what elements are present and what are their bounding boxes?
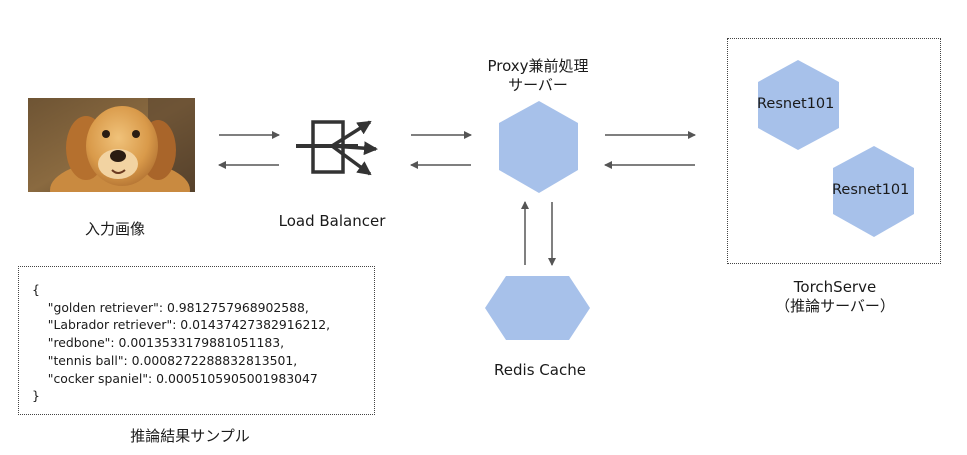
resnet-node-2 — [833, 146, 914, 237]
torchserve-caption: TorchServe （推論サーバー） — [760, 278, 910, 316]
result-json: { "golden retriever": 0.9812757968902588… — [32, 281, 330, 405]
proxy-caption-line2: サーバー — [508, 76, 568, 94]
resnet-label-2: Resnet101 — [832, 182, 910, 198]
torchserve-caption-line1: TorchServe — [793, 278, 877, 296]
result-sample-caption: 推論結果サンプル — [130, 427, 250, 445]
redis-cache-node — [485, 276, 590, 340]
json-line: "golden retriever": 0.9812757968902588, — [32, 299, 309, 315]
json-line: } — [32, 388, 40, 404]
json-line: { — [32, 282, 40, 297]
input-image-caption: 入力画像 — [84, 220, 145, 238]
json-line: "redbone": 0.0013533179881051183, — [32, 335, 285, 351]
proxy-caption: Proxy兼前処理 サーバー — [468, 57, 608, 95]
load-balancer-icon — [296, 120, 378, 176]
json-line: "Labrador retriever": 0.0143742738291621… — [32, 317, 331, 333]
torchserve-container — [727, 38, 941, 264]
proxy-server-node — [499, 101, 578, 193]
torchserve-caption-line2: （推論サーバー） — [775, 297, 895, 315]
redis-caption: Redis Cache — [494, 361, 586, 379]
proxy-caption-line1: Proxy兼前処理 — [487, 57, 589, 75]
result-sample-box — [18, 266, 375, 415]
load-balancer-caption: Load Balancer — [278, 212, 386, 230]
resnet-node-1 — [758, 60, 839, 150]
resnet-label-1: Resnet101 — [757, 96, 835, 112]
dog-image-graphic — [28, 98, 195, 192]
json-line: "cocker spaniel": 0.0005105905001983047 — [32, 370, 318, 386]
json-line: "tennis ball": 0.0008272288832813501, — [32, 352, 298, 368]
dog-photo — [28, 98, 195, 192]
